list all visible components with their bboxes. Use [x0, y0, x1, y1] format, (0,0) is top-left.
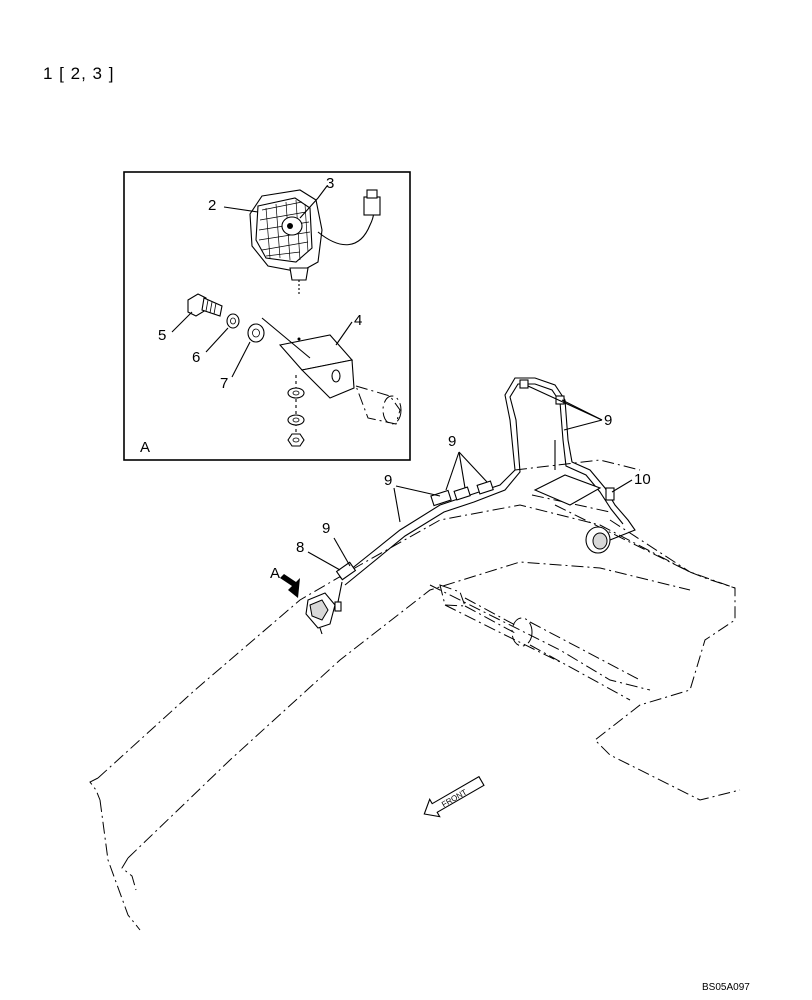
lamp-assembly — [249, 189, 381, 294]
callout-4: 4 — [354, 312, 362, 329]
callout-9-c: 9 — [448, 433, 456, 450]
bolt — [187, 293, 223, 317]
flat-washer — [247, 323, 265, 343]
lamp-bracket — [278, 334, 355, 399]
callout-8: 8 — [296, 539, 304, 556]
callout-9-a: 9 — [322, 520, 330, 537]
main-callouts: 8 9 9 9 9 10 — [296, 385, 651, 571]
callout-3: 3 — [326, 175, 334, 192]
drawing-code: BS05A097 — [702, 982, 750, 993]
assembly-axis-line — [261, 317, 311, 359]
callout-5: 5 — [158, 327, 166, 344]
page-reference: 1 [ 2, 3 ] — [43, 64, 115, 83]
callout-6: 6 — [192, 349, 200, 366]
mount-bracket — [533, 440, 602, 506]
callout-9-d: 9 — [604, 412, 612, 429]
lower-hardware — [287, 375, 305, 447]
boom-section-ref — [355, 385, 402, 425]
boom-work-lamp — [305, 581, 343, 635]
connector-item-10 — [585, 487, 615, 554]
callout-10: 10 — [634, 471, 651, 488]
front-direction-arrow: FRONT — [423, 775, 485, 818]
boom-cylinder — [439, 584, 641, 701]
detail-view-a: A — [123, 171, 411, 461]
callout-7: 7 — [220, 375, 228, 392]
detail-view-label: A — [140, 439, 150, 456]
wiring-harness — [335, 377, 636, 586]
callout-2: 2 — [208, 197, 216, 214]
spring-washer — [226, 313, 240, 329]
view-a-arrow-label: A — [270, 565, 280, 582]
view-a-arrow: A — [270, 565, 300, 598]
boom-outline — [89, 459, 741, 931]
callout-9-b: 9 — [384, 472, 392, 489]
